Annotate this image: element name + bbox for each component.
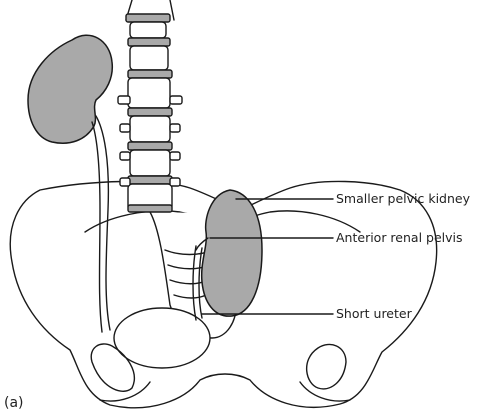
disc <box>128 70 172 78</box>
disc <box>128 38 170 46</box>
label-smaller-pelvic-kidney: Smaller pelvic kidney <box>336 191 471 206</box>
vertebra <box>130 150 170 176</box>
vertebra <box>130 46 168 70</box>
disc <box>128 176 172 184</box>
label-short-ureter: Short ureter <box>336 306 413 321</box>
disc <box>128 142 172 150</box>
vertebra <box>130 22 166 38</box>
panel-label: (a) <box>4 395 24 411</box>
disc <box>128 108 172 116</box>
label-anterior-renal-pelvis: Anterior renal pelvis <box>336 230 463 245</box>
spine <box>118 0 182 212</box>
disc <box>126 14 170 22</box>
vertebra <box>130 116 170 142</box>
vertebra <box>128 78 170 108</box>
left-kidney <box>28 35 112 143</box>
disc <box>128 205 172 212</box>
pelvic-kidney <box>202 190 262 316</box>
